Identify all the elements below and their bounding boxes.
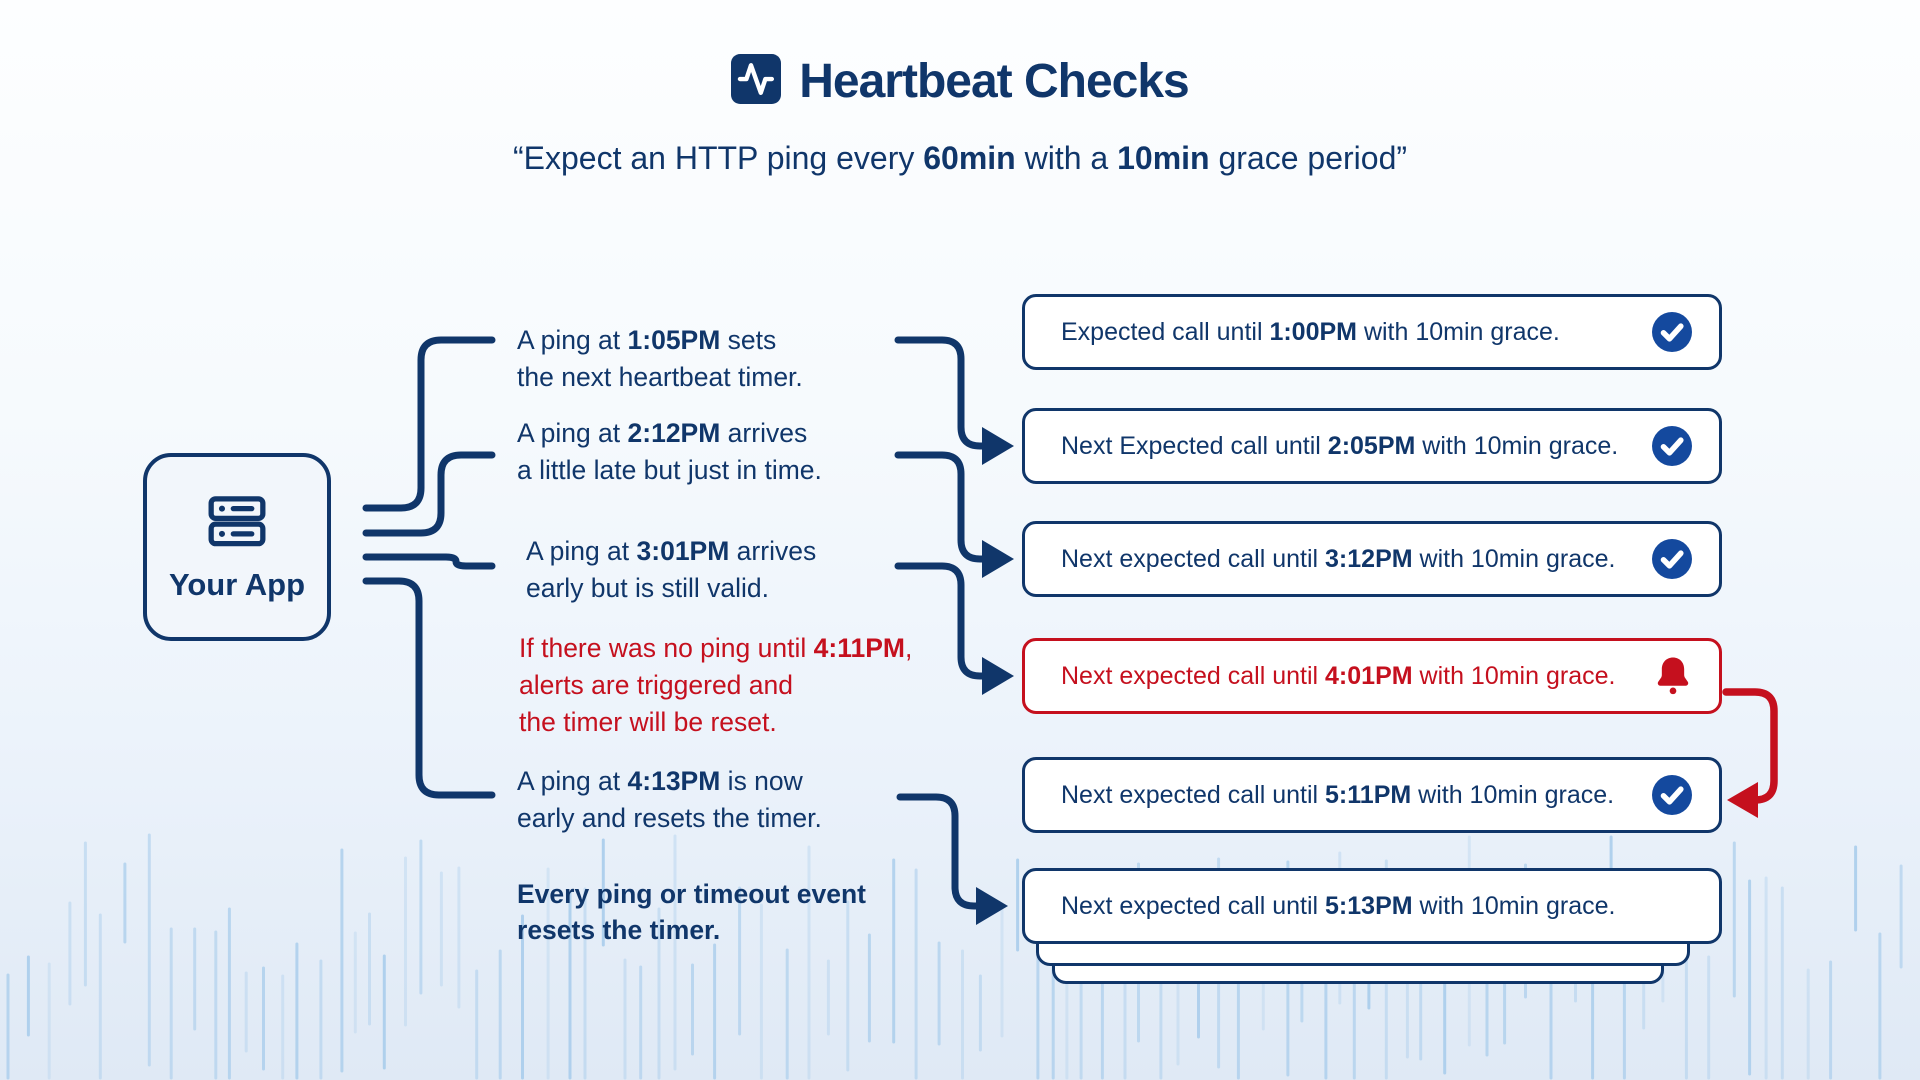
annotation-line: If there was no ping until 4:11PM,	[519, 633, 913, 663]
check-icon	[1651, 311, 1693, 353]
subtitle: “Expect an HTTP ping every 60min with a …	[0, 140, 1920, 177]
connector-app-to-ping-5	[362, 577, 496, 799]
check-icon	[1651, 425, 1693, 467]
annotation-ping-2-12: A ping at 2:12PM arrives a little late b…	[517, 415, 822, 489]
page-title: Heartbeat Checks	[799, 55, 1190, 108]
annotation-line: early and resets the timer.	[517, 803, 822, 833]
timeline-box-4-alert: Next expected call until 4:01PM with 10m…	[1022, 638, 1722, 714]
annotation-ping-4-13: A ping at 4:13PM is now early and resets…	[517, 763, 822, 837]
annotation-to-box-arrows	[894, 336, 987, 910]
timeline-box-1: Expected call until 1:00PM with 10min gr…	[1022, 294, 1722, 370]
annotation-line: Every ping or timeout event	[517, 879, 866, 909]
timeline-box-5-text: Next expected call until 5:11PM with 10m…	[1061, 780, 1615, 809]
connector-app-to-ping-2	[362, 451, 496, 537]
timeline-box-2-text: Next Expected call until 2:05PM with 10m…	[1061, 431, 1619, 460]
subtitle-interval: 60min	[923, 140, 1016, 176]
connector-app-to-ping-3	[362, 553, 496, 570]
activity-icon	[731, 54, 782, 109]
annotation-line: the next heartbeat timer.	[517, 362, 803, 392]
check-icon	[1651, 774, 1693, 816]
subtitle-segment: with a	[1015, 140, 1118, 176]
arrowhead-box3	[982, 540, 1014, 578]
check-icon	[1651, 538, 1693, 580]
subtitle-segment: “Expect an HTTP ping every	[512, 140, 924, 176]
annotation-ping-3-01: A ping at 3:01PM arrives early but is st…	[526, 533, 816, 607]
annotation-line: alerts are triggered and	[519, 670, 793, 700]
header: Heartbeat Checks	[0, 54, 1920, 109]
timeline-box-4-text: Next expected call until 4:01PM with 10m…	[1061, 661, 1616, 690]
connector-app-to-ping-1	[362, 336, 496, 512]
arrowhead-box4	[982, 657, 1014, 695]
timeline-box-3-text: Next expected call until 3:12PM with 10m…	[1061, 544, 1616, 573]
annotation-line: A ping at 3:01PM arrives	[526, 536, 817, 566]
annotation-line: resets the timer.	[517, 915, 721, 945]
annotation-line: A ping at 2:12PM arrives	[517, 418, 808, 448]
arrowhead-box2	[982, 427, 1014, 465]
alert-reset-arrow	[1722, 688, 1778, 818]
timeline-box-1-text: Expected call until 1:00PM with 10min gr…	[1061, 317, 1560, 346]
annotation-line: A ping at 1:05PM sets	[517, 325, 777, 355]
annotation-timeout-4-11: If there was no ping until 4:11PM, alert…	[519, 630, 912, 741]
annotation-line: the timer will be reset.	[519, 707, 777, 737]
arrow-ping3-to-box4	[894, 562, 987, 680]
app-fan-lines	[362, 336, 496, 799]
annotation-line: a little late but just in time.	[517, 455, 822, 485]
subtitle-grace: 10min	[1117, 140, 1210, 176]
your-app-label: Your App	[168, 566, 306, 602]
annotation-line: A ping at 4:13PM is now	[517, 766, 803, 796]
timeline-box-6-text: Next expected call until 5:13PM with 10m…	[1061, 891, 1616, 920]
arrow-ping2-to-box3	[894, 451, 987, 563]
arrow-ping5-to-box6	[896, 793, 981, 910]
annotation-line: early but is still valid.	[526, 573, 770, 603]
annotation-ping-1-05: A ping at 1:05PM sets the next heartbeat…	[517, 322, 803, 396]
bell-icon	[1653, 654, 1693, 699]
alert-reset-arrowhead	[1727, 782, 1758, 818]
server-icon	[205, 492, 269, 555]
timeline-box-3: Next expected call until 3:12PM with 10m…	[1022, 521, 1722, 597]
arrowhead-box6	[976, 887, 1008, 925]
timeline-box-6: Next expected call until 5:13PM with 10m…	[1022, 868, 1722, 944]
subtitle-segment: grace period”	[1209, 140, 1408, 176]
timeline-box-5: Next expected call until 5:11PM with 10m…	[1022, 757, 1722, 833]
annotation-reset-note: Every ping or timeout event resets the t…	[517, 876, 866, 948]
timeline-box-2: Next Expected call until 2:05PM with 10m…	[1022, 408, 1722, 484]
your-app-node: Your App	[143, 453, 331, 641]
arrowheads	[976, 427, 1014, 925]
arrow-ping1-to-box2	[894, 336, 987, 450]
